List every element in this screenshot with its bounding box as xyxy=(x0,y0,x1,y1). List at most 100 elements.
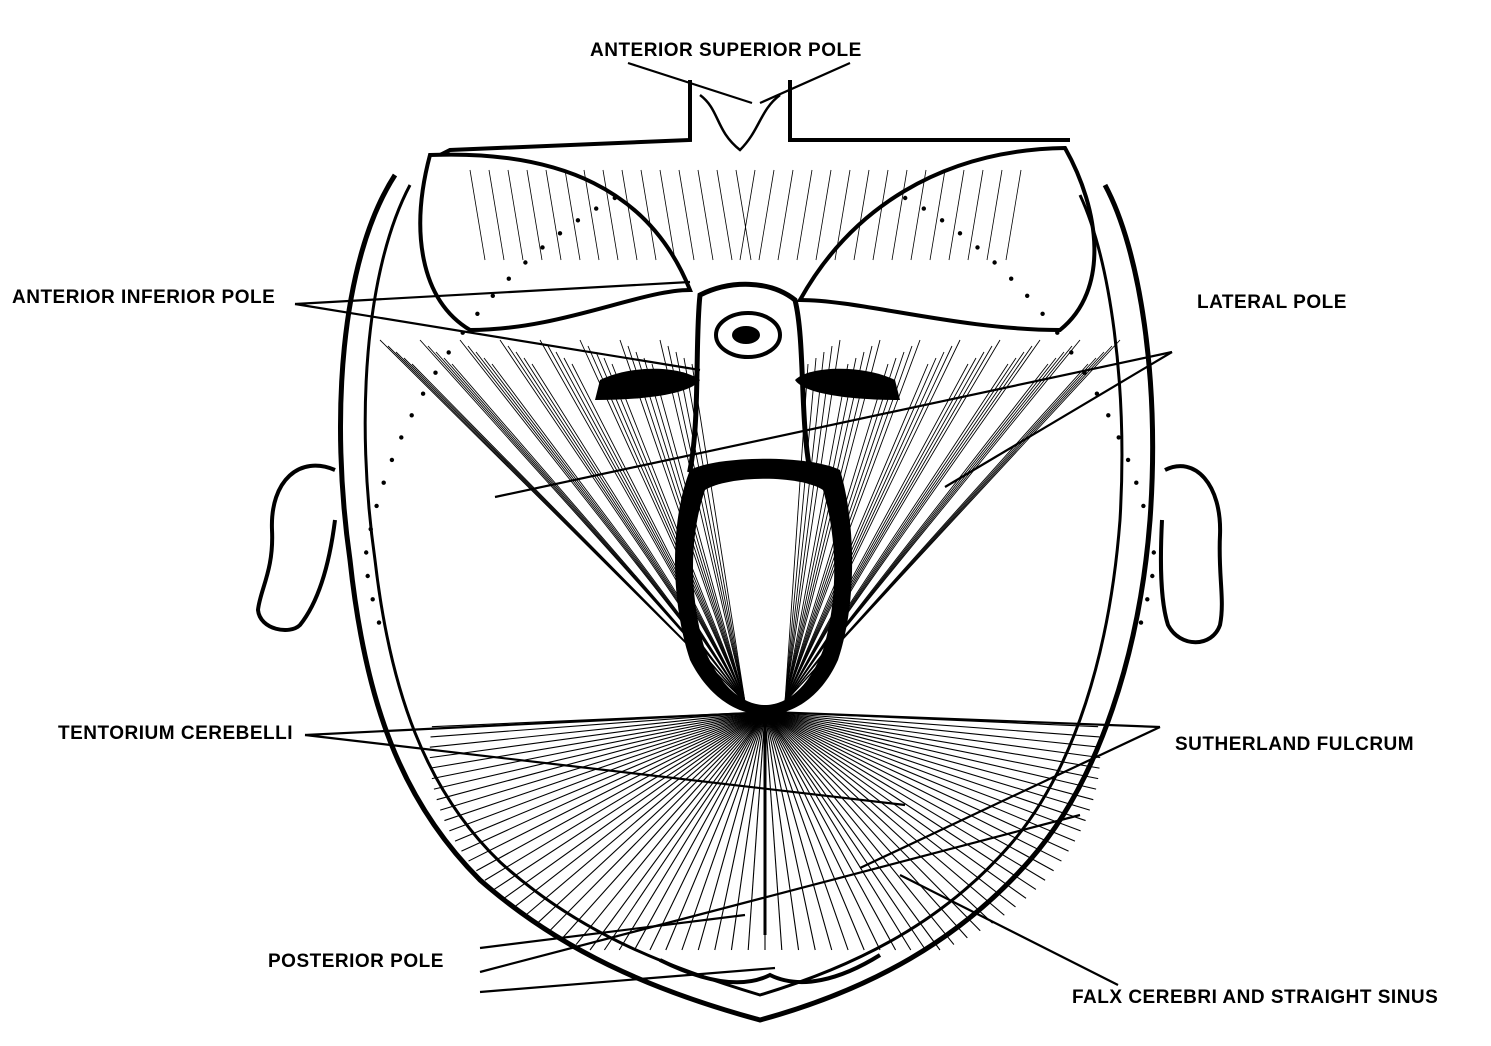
tentorium-fiber xyxy=(468,711,766,862)
frontal-fiber xyxy=(815,169,832,261)
tentorium-fiber xyxy=(764,711,1016,908)
falx-fiber xyxy=(784,363,929,703)
tentorium-fiber xyxy=(764,711,1101,748)
tentorium-fiber xyxy=(764,711,849,951)
skull-inner-outline xyxy=(363,184,1124,997)
tentorium-fiber xyxy=(714,711,766,951)
bone-texture xyxy=(364,195,1157,625)
tentorium-fiber xyxy=(764,711,981,932)
bone-speckle xyxy=(1138,620,1144,625)
frontal-fiber xyxy=(735,169,752,261)
tentorium-fiber xyxy=(697,711,766,951)
tentorium-fiber xyxy=(649,711,766,951)
bone-speckle xyxy=(1116,435,1121,440)
bone-speckle xyxy=(1106,413,1111,418)
bone-speckle xyxy=(939,218,945,223)
falx-fiber xyxy=(784,363,849,703)
falx-fiber xyxy=(784,351,825,703)
tentorium-fiber xyxy=(764,711,1100,769)
bone-speckle xyxy=(1009,276,1014,281)
falx-fiber xyxy=(411,363,746,703)
bone-speckle xyxy=(540,245,545,250)
tentorium-fiber xyxy=(449,711,766,832)
left-clinoid-wing xyxy=(595,368,700,400)
bone-speckle xyxy=(1150,573,1155,579)
bone-speckle xyxy=(1069,350,1074,355)
falx-fiber xyxy=(784,339,881,703)
tentorium-fiber xyxy=(603,711,766,951)
tentorium-fiber xyxy=(665,711,766,951)
falx-fiber xyxy=(784,363,1089,703)
occipital-base xyxy=(659,953,882,985)
frontal-fiber xyxy=(507,169,524,261)
bone-speckle xyxy=(1147,526,1152,532)
tentorium-fiber xyxy=(764,711,800,951)
tentorium-fiber xyxy=(681,711,766,951)
tentorium-fiber xyxy=(764,711,833,951)
tentorium-fiber xyxy=(764,711,968,939)
frontal-fiber xyxy=(948,169,965,261)
bone-speckle xyxy=(374,503,379,509)
falx-fiber xyxy=(547,345,746,703)
bone-speckle xyxy=(575,218,581,223)
bone-speckle xyxy=(475,311,480,316)
falx-fiber xyxy=(784,357,817,703)
label-falx-cerebri-straight-sinus: FALX CEREBRI AND STRAIGHT SINUS xyxy=(1072,987,1438,1008)
bone-speckle xyxy=(490,293,495,298)
tentorium-fiber xyxy=(433,711,766,790)
frontal-fiber xyxy=(697,169,714,261)
falx-fiber xyxy=(784,345,993,703)
frontal-fiber xyxy=(891,169,908,261)
falx-fiber xyxy=(784,363,1049,703)
frontal-fiber xyxy=(659,169,676,261)
frontal-fiber xyxy=(986,169,1003,261)
falx-fiber xyxy=(651,363,746,703)
bone-speckle xyxy=(420,391,426,396)
bone-speckle xyxy=(992,260,997,265)
tentorium-fiber xyxy=(430,711,766,769)
tentorium-fiber xyxy=(764,711,912,951)
falx-fiber xyxy=(784,351,865,703)
tentorium-fiber xyxy=(436,711,766,801)
falx-fiber xyxy=(627,345,746,703)
frontal-fiber xyxy=(853,169,870,261)
bone-speckle xyxy=(365,573,370,579)
frontal-fiber xyxy=(678,169,695,261)
tentorium-fiber xyxy=(431,711,766,780)
tentorium-fiber xyxy=(429,711,766,759)
bone-speckle xyxy=(975,245,980,250)
falx-fiber xyxy=(784,351,945,703)
falx-fiber xyxy=(659,339,746,703)
falx-fiber xyxy=(784,363,809,703)
label-posterior-pole: POSTERIOR POLE xyxy=(268,951,444,972)
bone-speckle xyxy=(1145,597,1150,602)
falx-fiber xyxy=(784,345,873,703)
falx-fiber xyxy=(784,339,921,703)
falx-fiber xyxy=(475,351,746,703)
tentorium-fiber xyxy=(514,711,766,908)
falx-fiber xyxy=(784,339,1041,703)
tentorium-fiber xyxy=(764,711,1094,801)
falx-fiber xyxy=(531,363,746,703)
tentorium-fiber xyxy=(764,711,1101,759)
falx-fiber xyxy=(784,351,905,703)
leader-lines xyxy=(294,61,1173,994)
tentorium-fiber xyxy=(764,711,955,945)
falx-fiber xyxy=(683,357,746,703)
tentorium-fiber xyxy=(764,711,941,951)
tentorium-fiber xyxy=(764,711,1100,738)
frontal-fiber xyxy=(1005,169,1022,261)
tentorium-fiber xyxy=(764,711,783,951)
falx-fiber xyxy=(499,339,746,703)
falx-fiber xyxy=(611,363,746,703)
falx-fiber xyxy=(784,363,889,703)
falx-fiber xyxy=(784,351,985,703)
falx-fiber xyxy=(784,357,937,703)
tentorium-fiber xyxy=(589,711,766,951)
falx-fiber xyxy=(523,357,746,703)
tentorium-fiber xyxy=(764,711,1005,916)
tentorium-fiber xyxy=(764,711,1090,811)
bone-speckle xyxy=(523,260,528,265)
